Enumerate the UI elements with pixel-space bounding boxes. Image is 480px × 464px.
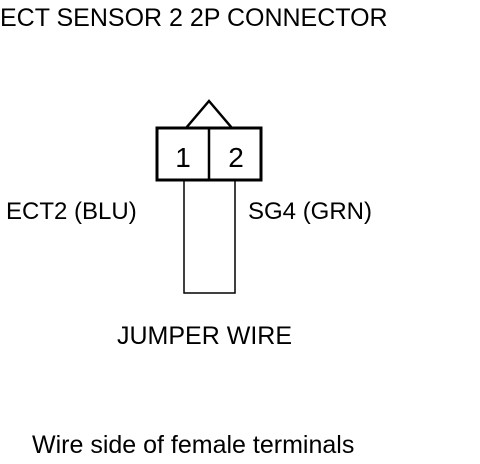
wire-label-sg4: SG4 (GRN) <box>248 198 373 225</box>
wire-label-ect2: ECT2 (BLU) <box>6 198 137 225</box>
jumper-wire-label: JUMPER WIRE <box>117 322 292 350</box>
connector-lock-tab <box>185 99 233 129</box>
diagram-title: ECT SENSOR 2 2P CONNECTOR <box>0 4 388 32</box>
pin-1-label: 1 <box>175 142 191 173</box>
diagram-caption: Wire side of female terminals <box>32 431 355 459</box>
pin-2-label: 2 <box>228 142 244 173</box>
jumper-wire <box>183 180 236 294</box>
